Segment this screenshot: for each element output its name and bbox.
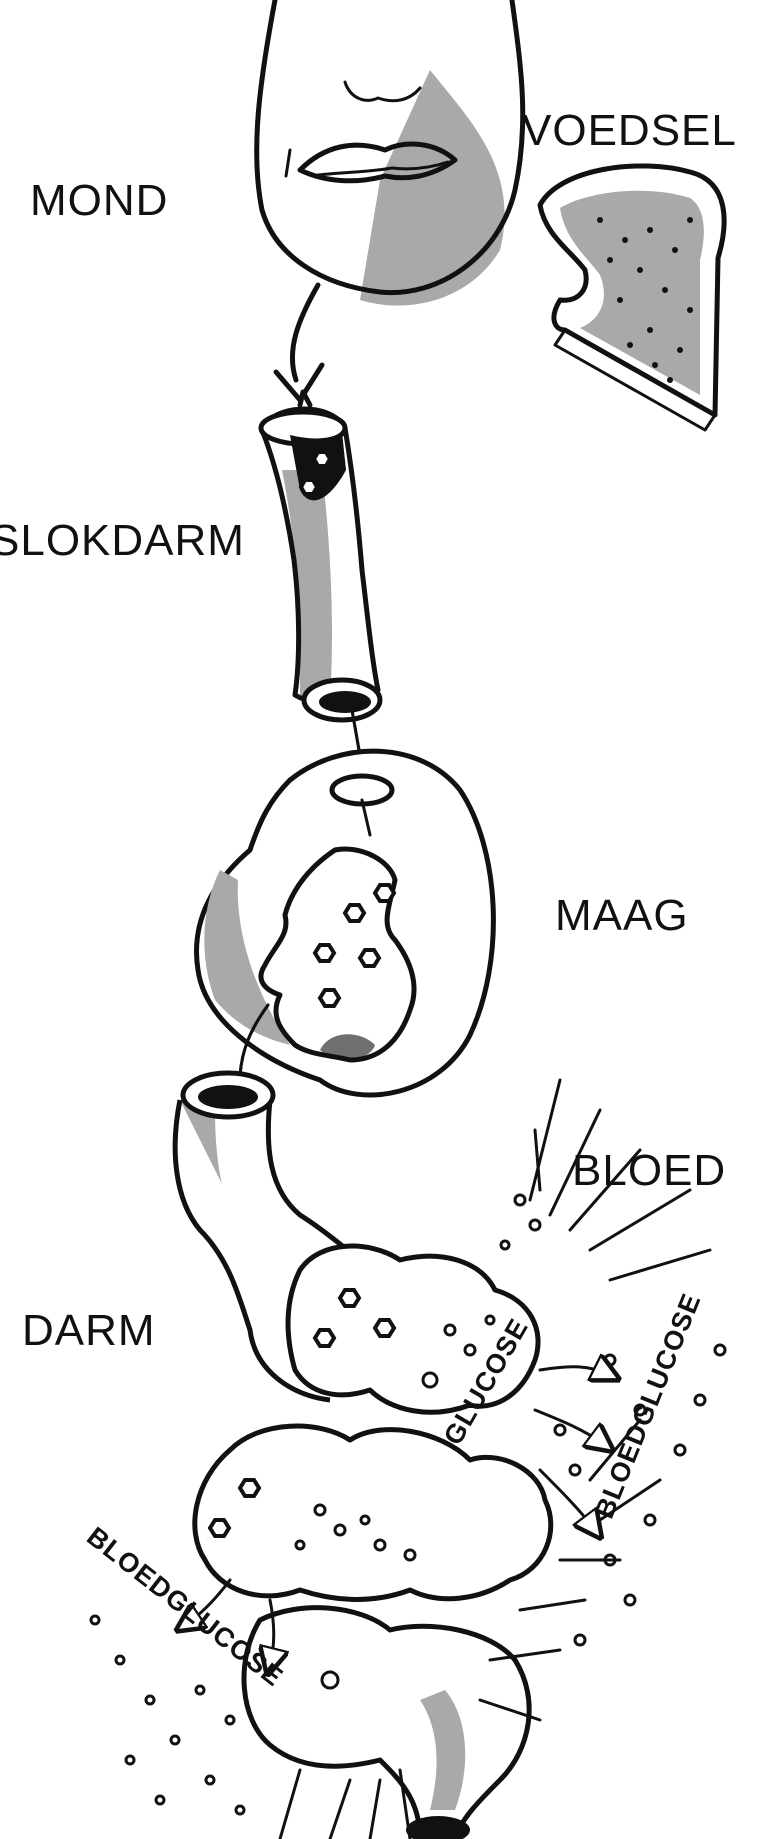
blood-label: BLOED — [572, 1146, 726, 1195]
face-illustration — [257, 0, 523, 306]
mouth-arrow — [276, 285, 322, 400]
intestine-label: DARM — [22, 1306, 156, 1355]
bread-icon — [540, 166, 724, 430]
esophagus-label: SLOKDARM — [0, 516, 245, 565]
stomach-illustration — [197, 751, 494, 1095]
food-label: VOEDSEL — [522, 106, 737, 155]
stomach-label: MAAG — [555, 891, 689, 940]
esophagus-illustration — [261, 392, 380, 790]
mouth-label: MOND — [30, 176, 168, 225]
